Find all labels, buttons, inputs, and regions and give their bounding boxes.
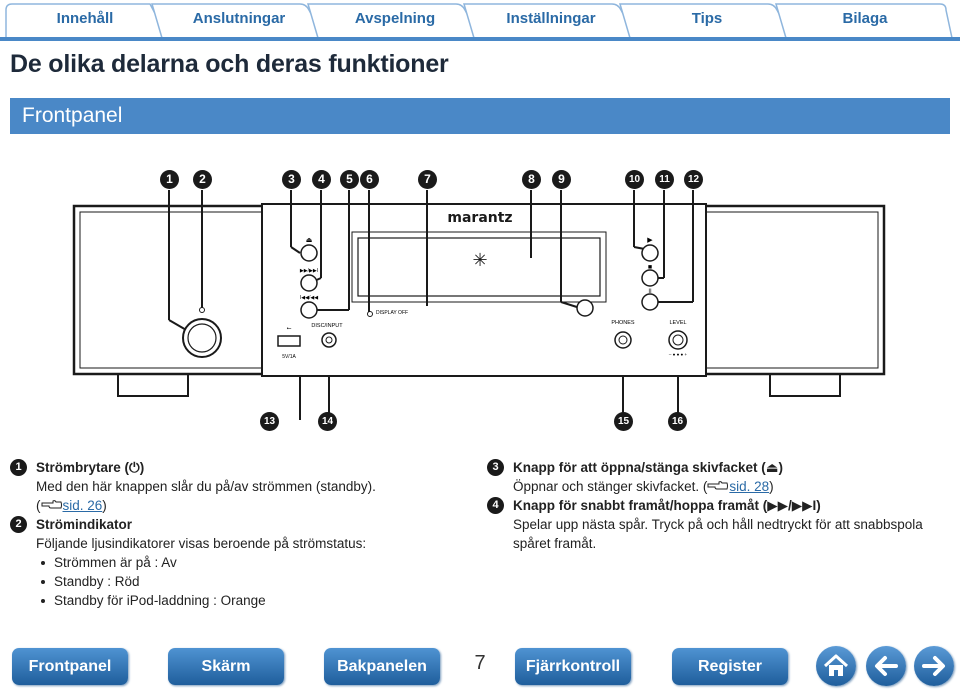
usb-label: 5V/1A [282, 354, 296, 360]
callout-7: 7 [418, 170, 437, 189]
callout-16: 16 [668, 412, 687, 431]
tab-avspelning[interactable]: Avspelning [354, 10, 436, 27]
item-number: 2 [10, 516, 27, 533]
bullet-item: Standby för iPod-laddning : Orange [10, 591, 450, 610]
item-power-indicator-title: 2 Strömindikator [10, 515, 450, 534]
item-title: Knapp för att öppna/stänga skivfacket (⏏… [513, 460, 784, 475]
tab-bilaga[interactable]: Bilaga [842, 10, 888, 27]
item-body-text: Öppnar och stänger skivfacket. [513, 479, 700, 494]
forward-arrow-icon-svg [922, 656, 945, 676]
back-arrow-icon[interactable] [866, 646, 906, 686]
home-icon-svg [823, 654, 849, 676]
item-eject-body: Öppnar och stänger skivfacket. ( sid. 28) [487, 477, 947, 496]
ref-close: ) [102, 498, 107, 513]
item-eject-title: 3 Knapp för att öppna/stänga skivfacket … [487, 458, 947, 477]
eject-icon: ⏏ [306, 237, 313, 244]
callout-10: 10 [625, 170, 644, 189]
tab-anslutningar[interactable]: Anslutningar [192, 10, 286, 27]
brand-logo: marantz [447, 210, 512, 226]
item-number: 3 [487, 459, 504, 476]
callout-14: 14 [318, 412, 337, 431]
callout-8: 8 [522, 170, 541, 189]
bottom-navigation: Frontpanel Skärm Bakpanelen 7 Fjärrkontr… [0, 640, 960, 692]
callout-11: 11 [655, 170, 674, 189]
tab-installningar[interactable]: Inställningar [506, 10, 596, 27]
callout-3: 3 [282, 170, 301, 189]
nav-register-button[interactable]: Register [672, 648, 788, 685]
pointing-hand-icon [41, 500, 62, 509]
disc-tray-star: ✳ [472, 250, 487, 270]
display-off-label: DISPLAY OFF [376, 310, 408, 316]
front-panel-diagram: ✳ ⏏ ▶▶/▶▶I I◀◀/◀◀ ▶ ■ II marantz ⭠ 5V [72, 190, 886, 420]
item-title: Knapp för snabbt framåt/hoppa framåt (▶▶… [513, 498, 821, 513]
item-skip-forward-title: 4 Knapp för snabbt framåt/hoppa framåt (… [487, 496, 947, 515]
item-power-switch-body: Med den här knappen slår du på/av strömm… [36, 479, 376, 494]
nav-skarm-button[interactable]: Skärm [168, 648, 284, 685]
page-number: 7 [474, 652, 486, 674]
forward-arrow-icon[interactable] [914, 646, 954, 686]
stop-icon: ■ [648, 264, 652, 271]
callout-4: 4 [312, 170, 331, 189]
next-icon: ▶▶/▶▶I [300, 268, 318, 274]
item-number: 4 [487, 497, 504, 514]
callout-9: 9 [552, 170, 571, 189]
page-ref-link[interactable]: sid. 28 [729, 479, 770, 494]
level-label: LEVEL [669, 320, 686, 326]
item-skip-forward-body: Spelar upp nästa spår. Tryck på och håll… [513, 517, 923, 551]
tab-innehall[interactable]: Innehåll [56, 10, 114, 27]
item-power-indicator-body: Följande ljusindikatorer visas beroende … [36, 536, 367, 551]
callout-12: 12 [684, 170, 703, 189]
nav-bakpanelen-button[interactable]: Bakpanelen [324, 648, 440, 685]
item-number: 1 [10, 459, 27, 476]
tab-tips[interactable]: Tips [691, 10, 723, 27]
nav-frontpanel-button[interactable]: Frontpanel [12, 648, 128, 685]
play-icon: ▶ [647, 237, 653, 244]
page-title: De olika delarna och deras funktioner [10, 50, 449, 78]
item-title: Strömindikator [36, 517, 133, 532]
left-description-column: 1 Strömbrytare (⏻) Med den här knappen s… [10, 458, 450, 610]
ref-open: ( [702, 479, 708, 494]
callout-15: 15 [614, 412, 633, 431]
nav-fjarrkontroll-button[interactable]: Fjärrkontroll [515, 648, 631, 685]
bullet-item: Strömmen är på : Av [10, 553, 450, 572]
pointing-hand-icon [707, 481, 729, 490]
ref-open: ( [36, 498, 41, 513]
section-title: Frontpanel [22, 104, 123, 127]
callout-13: 13 [260, 412, 279, 431]
callout-1: 1 [160, 170, 179, 189]
callout-6: 6 [360, 170, 379, 189]
section-header: Frontpanel [10, 98, 950, 134]
tab-underline [0, 37, 960, 41]
usb-icon: ⭠ [287, 326, 292, 332]
right-description-column: 3 Knapp för att öppna/stänga skivfacket … [487, 458, 947, 553]
top-tab-bar: Innehåll Anslutningar Avspelning Inställ… [0, 0, 960, 41]
ref-close: ) [769, 479, 774, 494]
callout-2: 2 [193, 170, 212, 189]
prev-icon: I◀◀/◀◀ [300, 295, 318, 301]
tab-shapes [5, 3, 953, 39]
phones-label: PHONES [611, 320, 635, 326]
back-arrow-icon-svg [875, 656, 898, 676]
callout-5: 5 [340, 170, 359, 189]
home-icon[interactable] [816, 646, 856, 686]
level-scale: – ● ● ● + [669, 352, 688, 357]
page-ref-link[interactable]: sid. 26 [62, 498, 103, 513]
item-power-switch-title: 1 Strömbrytare (⏻) [10, 458, 450, 477]
bullet-item: Standby : Röd [10, 572, 450, 591]
pause-icon: II [648, 289, 652, 295]
disc-input-label: DISC/INPUT [311, 323, 343, 329]
item-power-switch-ref: ( sid. 26) [10, 496, 450, 515]
item-title: Strömbrytare (⏻) [36, 460, 145, 475]
